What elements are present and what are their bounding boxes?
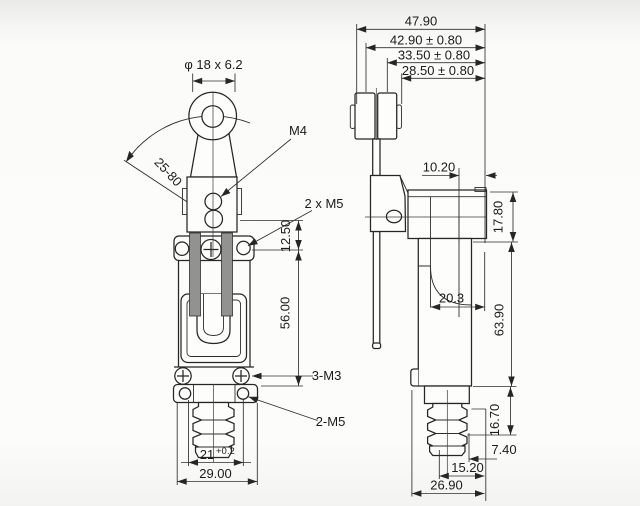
screw-cross-icon <box>177 370 189 382</box>
dim-42-90: 42.90 ± 0.80 <box>390 33 462 48</box>
side-roller <box>349 92 402 177</box>
head-lower-hole <box>204 209 224 229</box>
callout-3-m3: 3-M3 <box>312 368 342 383</box>
dim-12-50: 12.50 <box>278 220 293 253</box>
callout-2-m5: 2-M5 <box>316 414 346 429</box>
front-dimensions <box>176 73 318 485</box>
dim-21: 21 <box>200 447 214 462</box>
dim-56-00: 56.00 <box>278 297 293 330</box>
dim-16-70: 16.70 <box>487 404 502 437</box>
dim-17-80: 17.80 <box>491 201 506 234</box>
angle-arc <box>125 115 251 163</box>
screw-cross-icon <box>235 370 247 382</box>
side-body <box>369 174 488 387</box>
side-main-body <box>417 237 473 387</box>
front-body <box>173 232 255 385</box>
callout-m4: M4 <box>289 123 307 138</box>
side-body-arc <box>430 265 472 306</box>
front-hatch-bar-right <box>221 232 233 317</box>
front-hatch-bar-left <box>189 232 201 317</box>
dim-lever-angle-range: 25-80 <box>151 155 185 190</box>
dim-roller-size: φ 18 x 6.2 <box>184 57 242 72</box>
side-top-section <box>407 189 488 240</box>
dim-21-tolerance: +0.2 <box>216 446 235 457</box>
side-collar <box>423 385 470 405</box>
front-base-hole-right <box>236 387 250 400</box>
dim-15-20: 15.20 <box>451 460 484 475</box>
dim-10-20: 10.20 <box>423 160 456 175</box>
dim-7-40: 7.40 <box>491 442 516 457</box>
dim-29-00: 29.00 <box>199 466 232 481</box>
screw-cross-icon <box>203 242 219 257</box>
front-u-slot-inner <box>203 294 224 336</box>
dim-20-3: 20.3 <box>439 291 464 306</box>
arc-arrowhead <box>126 150 134 162</box>
side-foot-tab <box>410 368 419 387</box>
dim-28-50: 28.50 ± 0.80 <box>402 63 474 78</box>
front-head <box>182 176 242 233</box>
side-view: 47.90 42.90 ± 0.80 33.50 ± 0.80 28.50 ± … <box>349 14 518 501</box>
front-ear-hole-right <box>236 240 251 256</box>
side-top-notch <box>474 187 487 192</box>
dim-26-90: 26.90 <box>430 478 463 493</box>
side-plunger <box>423 385 470 457</box>
side-lever-rod <box>371 230 382 350</box>
side-dimensions <box>356 24 518 501</box>
front-view: φ 18 x 6.2 25-80 M4 2 x M5 12.50 56.00 3… <box>123 57 346 485</box>
dim-33-50: 33.50 ± 0.80 <box>398 48 470 63</box>
side-head <box>369 174 407 233</box>
dim-63-90: 63.90 <box>492 304 507 337</box>
callout-2x-m5: 2 x M5 <box>304 196 343 211</box>
dim-47-90: 47.90 <box>405 14 438 29</box>
front-base-hole-left <box>178 387 192 400</box>
side-pivot-hole <box>385 209 403 224</box>
front-ear-hole-left <box>174 241 190 257</box>
